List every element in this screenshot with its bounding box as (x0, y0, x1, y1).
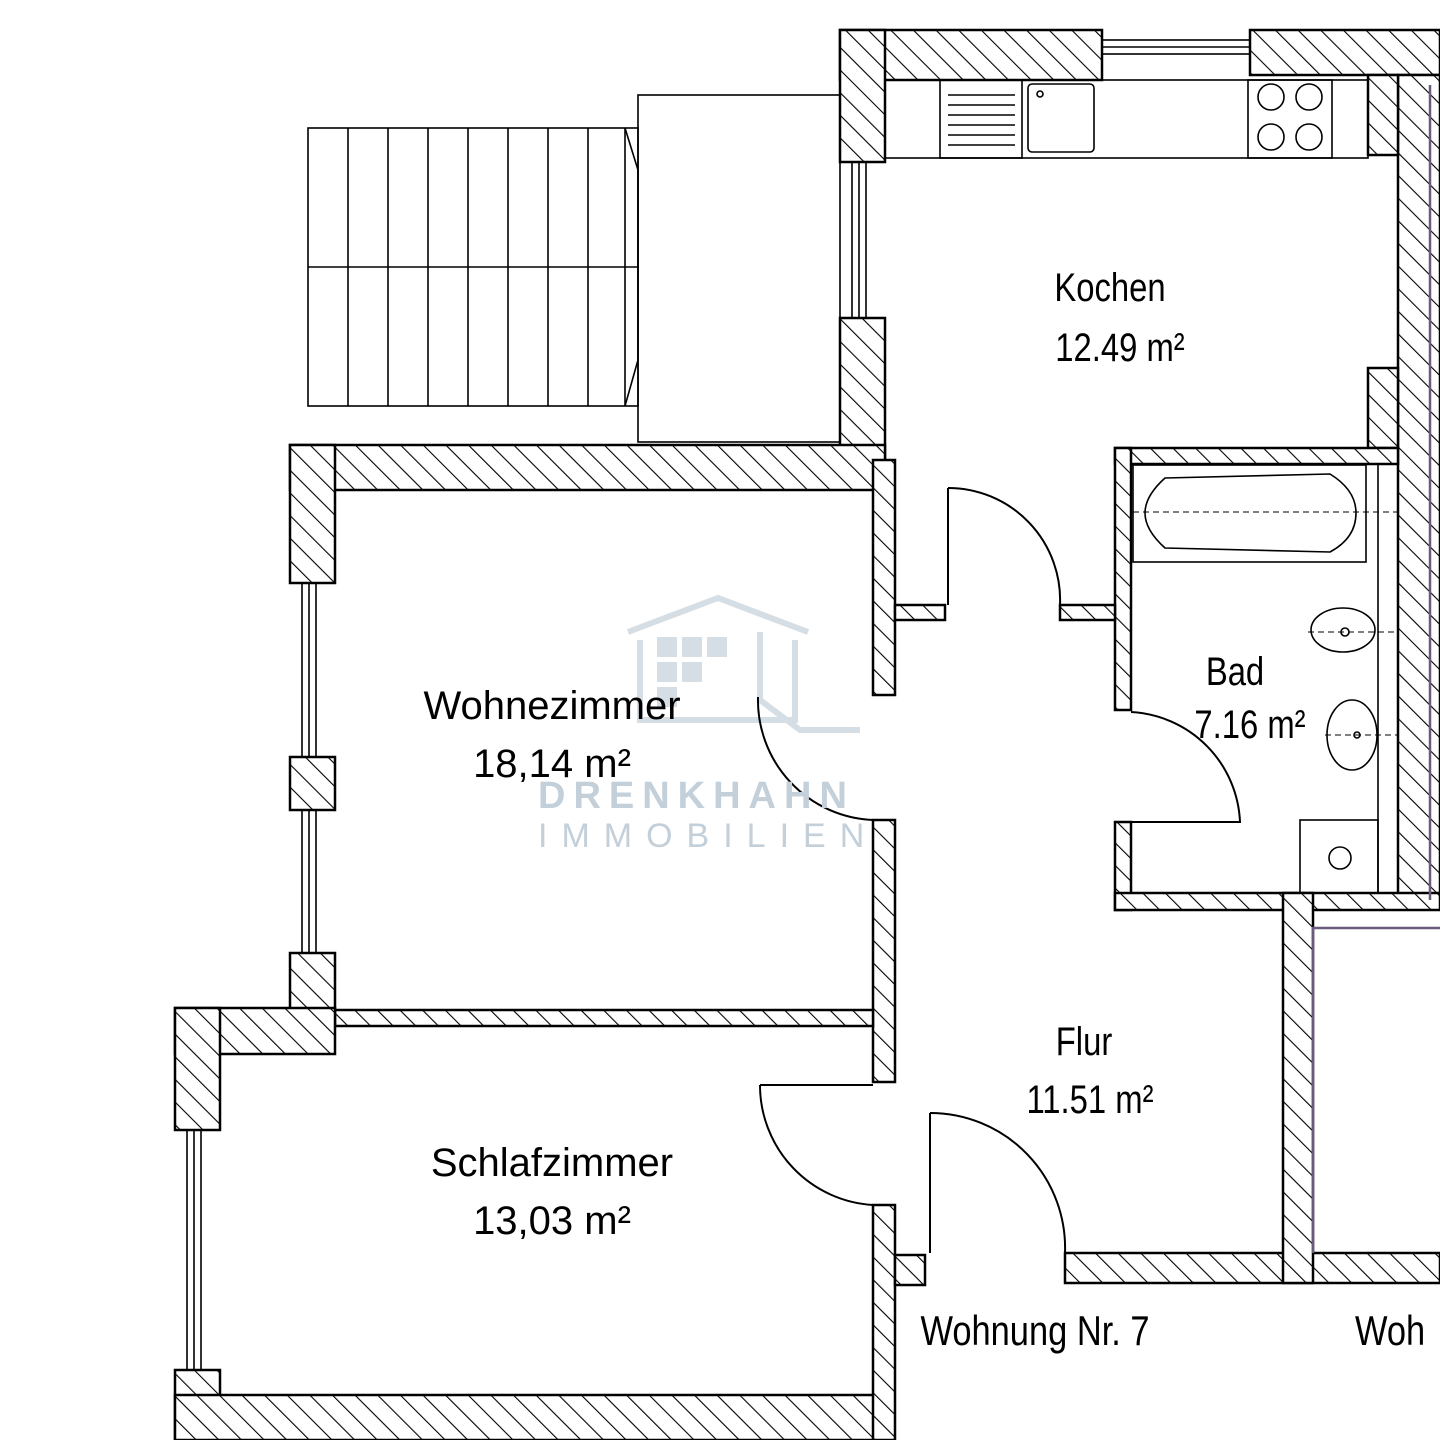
staircase (307, 94, 841, 443)
schlafzimmer-area: 13,03 m² (473, 1199, 631, 1243)
wohnzimmer-area: 18,14 m² (473, 742, 631, 786)
unit-label-current: Wohnung Nr. 7 (920, 1307, 1150, 1354)
schlafzimmer-name: Schlafzimmer (430, 1141, 674, 1185)
flur-area: 11.51 m² (1026, 1078, 1154, 1122)
watermark-logo (626, 594, 860, 733)
bathroom-fixtures (1132, 464, 1398, 894)
windows (186, 39, 1251, 1371)
watermark-line2: IMMOBILIEN (538, 817, 879, 855)
walls (173, 28, 1440, 1440)
wohnzimmer-name: Wohnezimmer (423, 684, 681, 728)
kochen-area: 12.49 m² (1055, 326, 1185, 370)
neighbor-wall (1311, 85, 1440, 1253)
watermark-line1: DRENKHAHN (538, 775, 855, 817)
bad-name: Bad (1205, 650, 1265, 694)
bad-area: 7.16 m² (1194, 703, 1306, 747)
kochen-name: Kochen (1054, 266, 1166, 310)
unit-label-neighbor: Woh (1355, 1307, 1426, 1354)
flur-name: Flur (1055, 1020, 1113, 1064)
doors (756, 486, 1242, 1254)
kitchen-counter (884, 79, 1369, 159)
